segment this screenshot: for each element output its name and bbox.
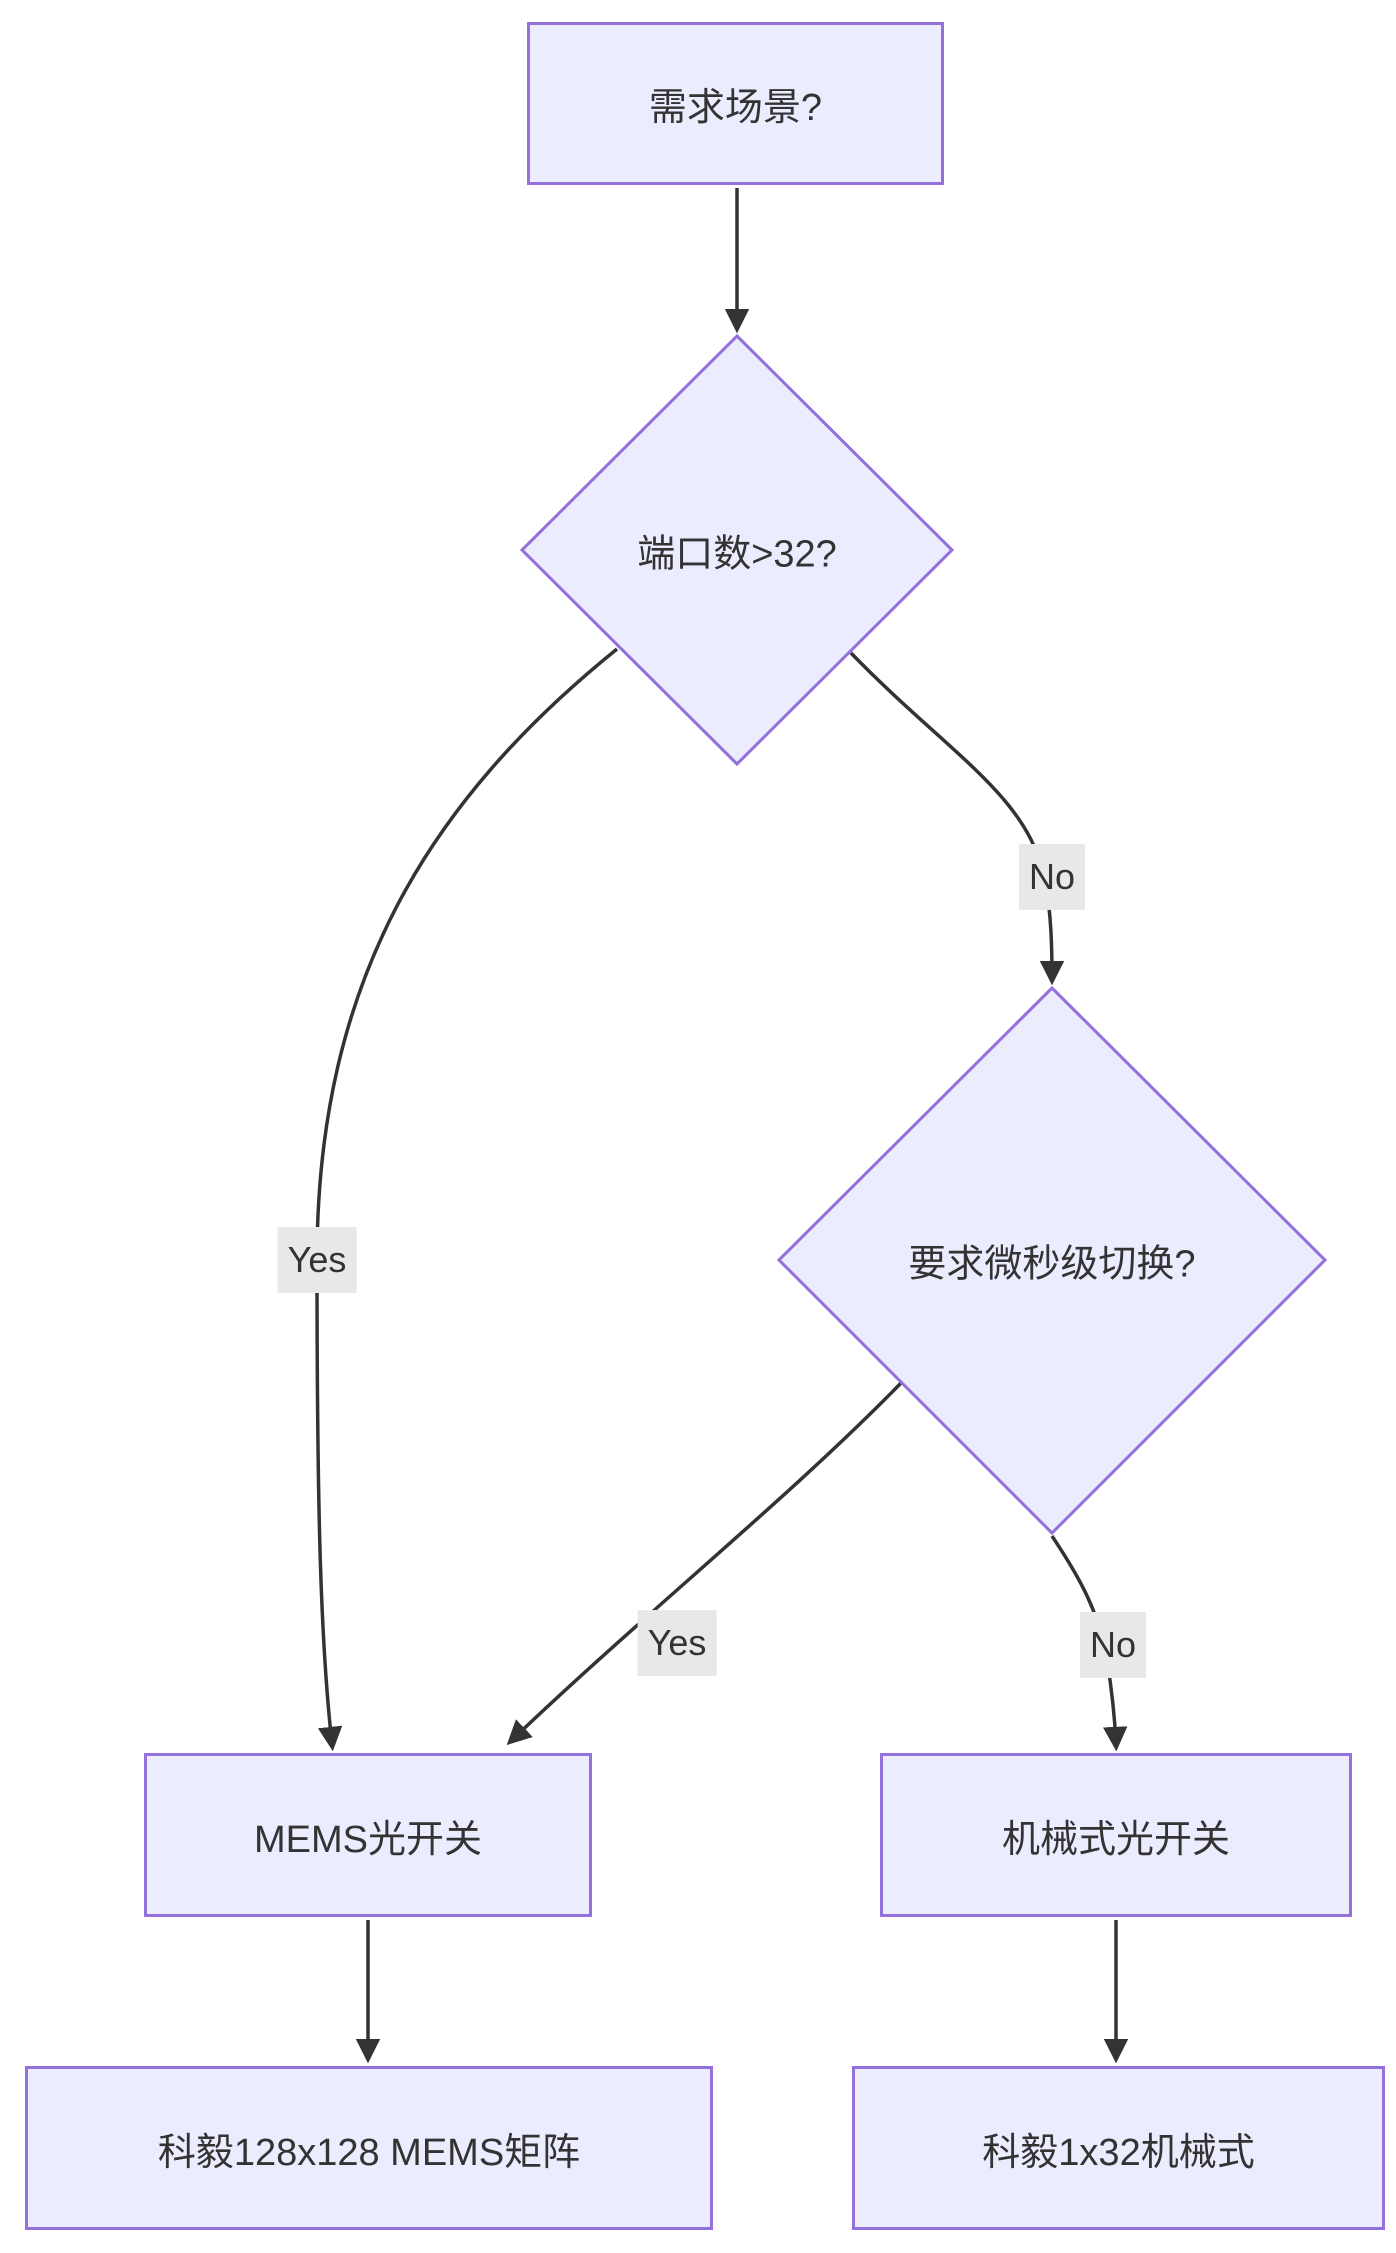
- node-demand-scenario: 需求场景?: [527, 22, 944, 185]
- decision-port-count-label: 端口数>32?: [637, 533, 837, 576]
- edge-label-speed-yes: Yes: [637, 1610, 717, 1676]
- decision-switch-speed-shape: [776, 985, 1328, 1536]
- node-keyi-1x32-mechanical-label: 科毅1x32机械式: [982, 2131, 1255, 2174]
- edge-label-port-no: No: [1018, 844, 1086, 910]
- node-mechanical-switch-label: 机械式光开关: [1001, 1818, 1230, 1861]
- edge-port-yes-to-mems: [315, 647, 619, 1752]
- node-demand-scenario-label: 需求场景?: [648, 87, 823, 129]
- node-keyi-128x128-mems: 科毅128x128 MEMS矩阵: [25, 2066, 713, 2230]
- edge-label-port-yes: Yes: [277, 1227, 357, 1293]
- node-mechanical-switch: 机械式光开关: [880, 1753, 1352, 1917]
- edge-label-speed-no: No: [1079, 1612, 1147, 1678]
- decision-port-count-shape: [519, 333, 955, 767]
- node-mems-switch: MEMS光开关: [144, 1753, 592, 1917]
- edge-port-no-to-speed-decision: [849, 651, 1065, 986]
- decision-switch-speed-label: 要求微秒级切换?: [908, 1243, 1196, 1286]
- edge-speed-yes-to-mems: [506, 1381, 903, 1746]
- node-keyi-1x32-mechanical: 科毅1x32机械式: [852, 2066, 1385, 2230]
- node-keyi-128x128-mems-label: 科毅128x128 MEMS矩阵: [157, 2131, 581, 2174]
- node-mems-switch-label: MEMS光开关: [253, 1818, 482, 1861]
